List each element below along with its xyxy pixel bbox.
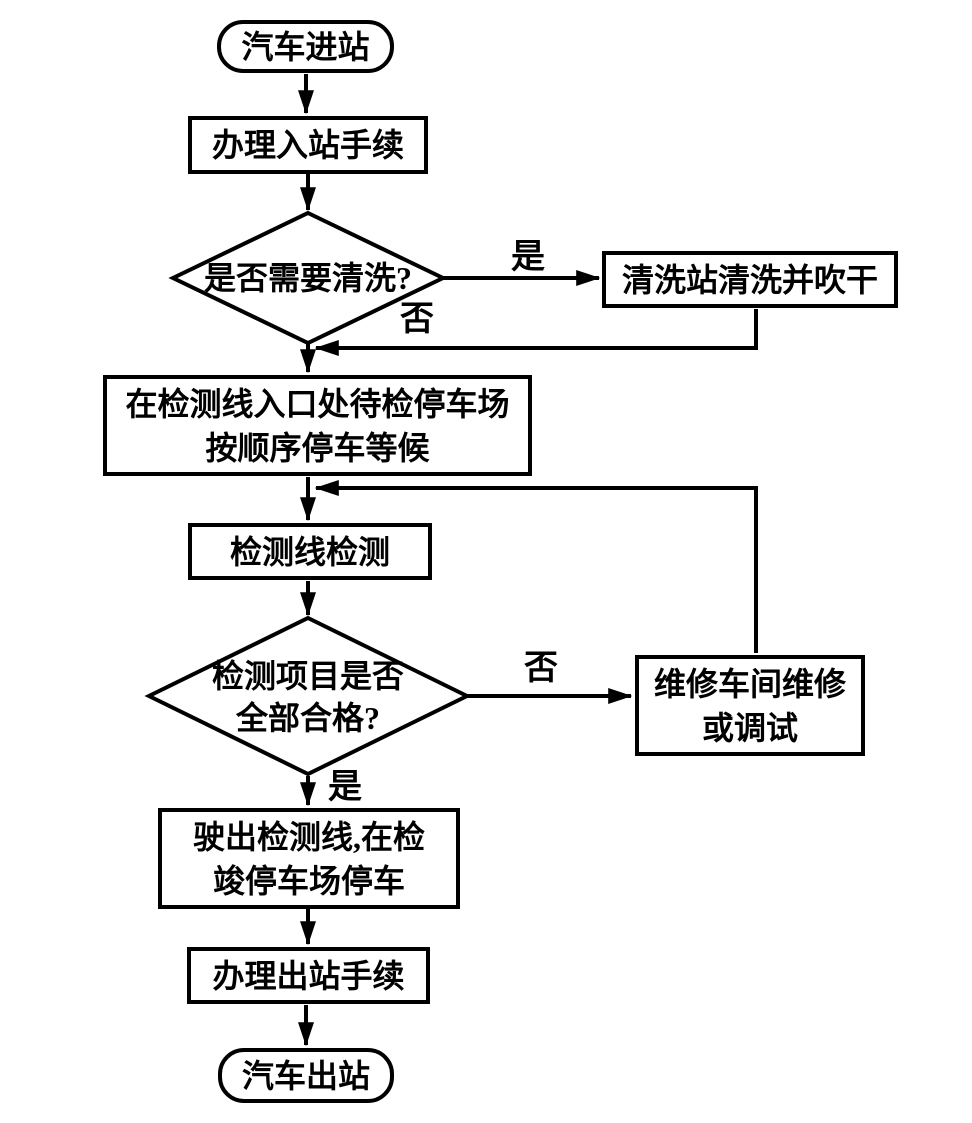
node-drive-out-line1: 驶出检测线,在检	[192, 818, 425, 855]
node-inspection-label: 检测线检测	[229, 533, 390, 570]
node-drive-out: 驶出检测线,在检 竣停车场停车	[158, 808, 460, 909]
node-wash-station: 清洗站清洗并吹干	[602, 251, 898, 308]
node-wait-parking-line1: 在检测线入口处待检停车场	[125, 385, 510, 422]
node-wait-parking: 在检测线入口处待检停车场 按顺序停车等候	[103, 375, 532, 476]
node-end: 汽车出站	[218, 1048, 394, 1103]
edge-wash-return	[314, 309, 758, 356]
node-pass-decision-line2: 全部合格?	[235, 700, 380, 736]
node-repair-shop-line1: 维修车间维修	[653, 665, 846, 702]
node-wash-decision-label: 是否需要清洗?	[203, 260, 412, 296]
edge-repair-return	[314, 480, 758, 653]
edge-label-pass-no: 否	[524, 650, 558, 687]
node-wash-decision: 是否需要清洗?	[173, 243, 443, 313]
node-pass-decision: 检测项目是否 全部合格?	[168, 653, 448, 741]
node-entry-procedure-label: 办理入站手续	[211, 127, 404, 163]
node-wait-parking-line2: 按顺序停车等候	[205, 429, 430, 466]
node-end-label: 汽车出站	[241, 1057, 370, 1094]
node-repair-shop-line2: 或调试	[701, 709, 798, 746]
wash-decision-diamond-shape	[168, 210, 448, 346]
node-entry-procedure: 办理入站手续	[188, 116, 428, 174]
node-drive-out-line2: 竣停车场停车	[212, 862, 405, 899]
node-exit-procedure: 办理出站手续	[187, 947, 430, 1004]
edge-label-wash-yes: 是	[511, 239, 545, 276]
node-wash-station-label: 清洗站清洗并吹干	[621, 261, 878, 298]
node-start: 汽车进站	[217, 20, 394, 73]
edge-label-wash-no: 否	[400, 301, 434, 338]
node-exit-procedure-label: 办理出站手续	[212, 957, 405, 994]
pass-decision-diamond-shape	[144, 615, 472, 777]
node-repair-shop: 维修车间维修 或调试	[635, 655, 865, 756]
edge-label-pass-yes: 是	[328, 769, 362, 806]
node-start-label: 汽车进站	[241, 28, 370, 65]
node-inspection: 检测线检测	[188, 523, 432, 580]
node-pass-decision-line1: 检测项目是否	[211, 658, 404, 694]
